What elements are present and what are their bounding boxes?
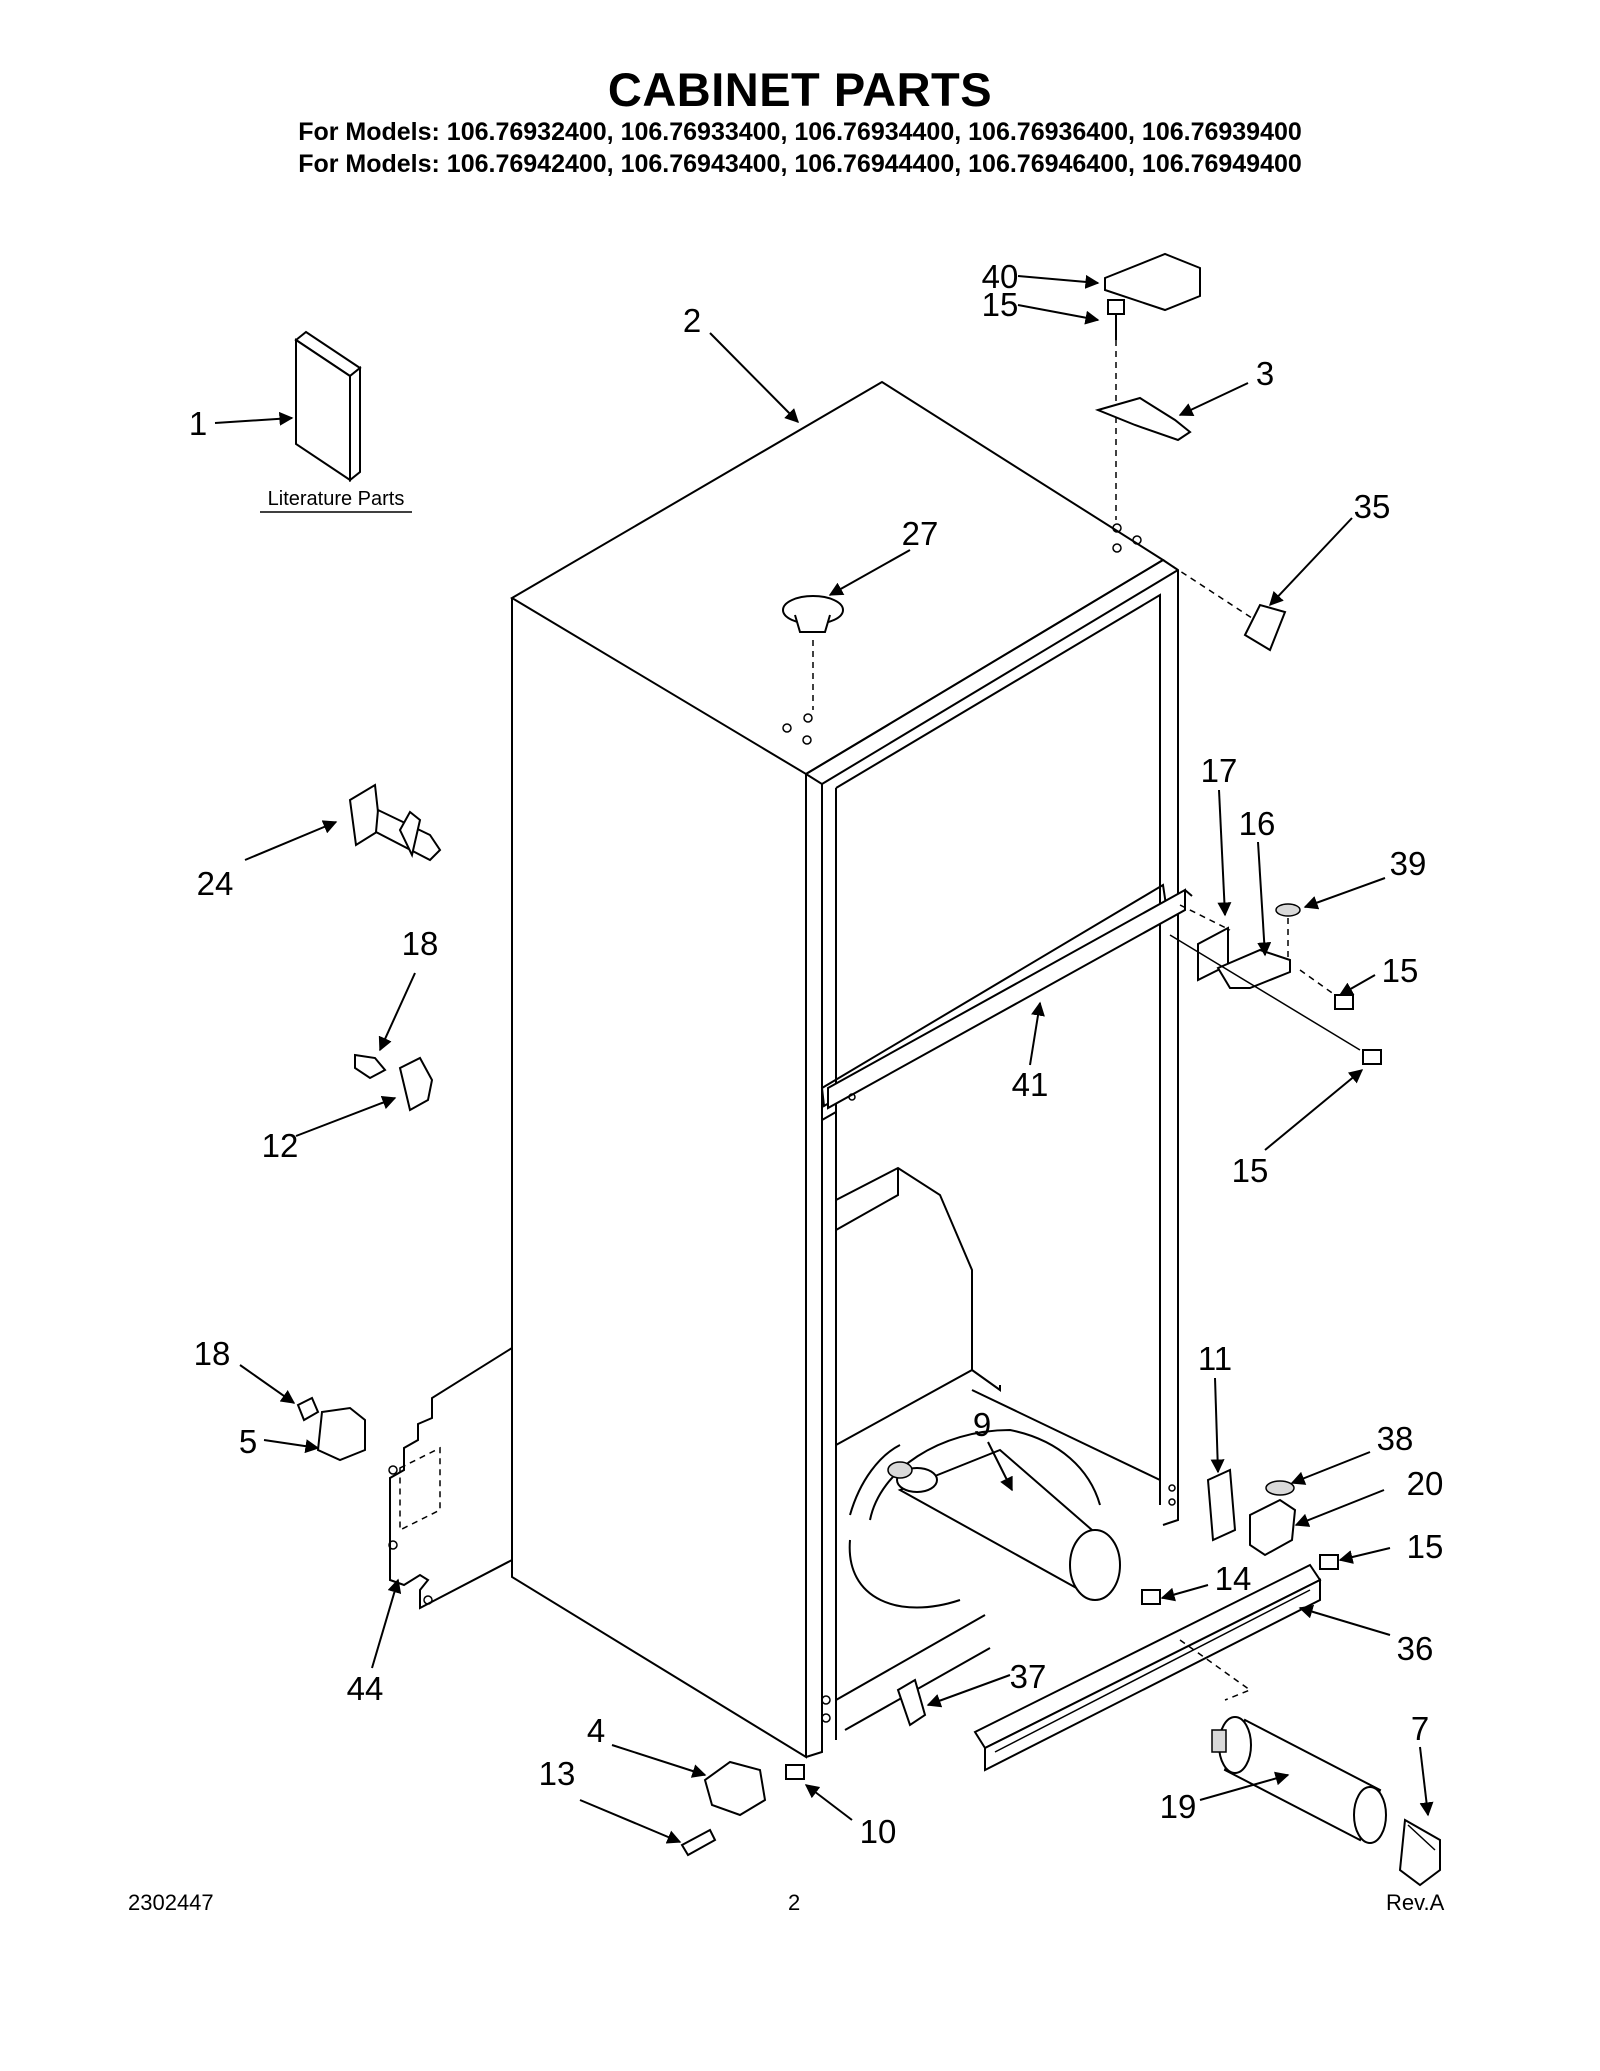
callout-13: 13 [539, 1755, 576, 1792]
revision-label: Rev.A [1386, 1890, 1445, 1915]
page-number: 2 [788, 1890, 801, 1915]
callout-16: 16 [1239, 805, 1276, 842]
callout-1: 1 [189, 405, 207, 442]
callout-20: 20 [1407, 1465, 1444, 1502]
callout-17: 17 [1201, 752, 1238, 789]
divider-rail [827, 888, 1193, 1110]
filter-cap [1398, 1818, 1441, 1887]
callout-18-upper: 18 [402, 925, 439, 962]
callout-9: 9 [973, 1406, 991, 1443]
callout-14: 14 [1215, 1560, 1252, 1597]
callout-27: 27 [902, 515, 939, 552]
leader-lines [214, 274, 1434, 1844]
callout-36: 36 [1397, 1630, 1434, 1667]
small-parts [296, 252, 1382, 1857]
callout-5: 5 [239, 1423, 257, 1460]
callout-44: 44 [347, 1670, 384, 1707]
callout-4: 4 [587, 1712, 605, 1749]
callout-39: 39 [1390, 845, 1427, 882]
callout-15-mid: 15 [1382, 952, 1419, 989]
callout-11: 11 [1198, 1340, 1232, 1377]
callout-7: 7 [1411, 1710, 1429, 1747]
callout-35: 35 [1354, 488, 1391, 525]
models-line-2: For Models: 106.76942400, 106.76943400, … [298, 150, 1302, 178]
cabinet-shell [510, 380, 1179, 1759]
callout-41: 41 [1012, 1066, 1049, 1103]
callout-37: 37 [1010, 1658, 1047, 1695]
callout-24: 24 [197, 865, 234, 902]
callout-15-top: 15 [982, 286, 1019, 323]
models-line-1: For Models: 106.76932400, 106.76933400, … [298, 118, 1302, 146]
page-title: CABINET PARTS [607, 63, 993, 116]
document-number: 2302447 [128, 1890, 214, 1915]
callout-10: 10 [860, 1813, 897, 1850]
callout-3: 3 [1256, 355, 1274, 392]
callout-40: 40 [982, 258, 1019, 295]
rear-panel-bracket [388, 1347, 513, 1610]
callout-12: 12 [262, 1127, 299, 1164]
literature-parts-label: Literature Parts [268, 488, 405, 510]
callout-18-lower: 18 [194, 1335, 231, 1372]
water-tube-assembly [848, 1428, 1121, 1609]
literature-booklet [260, 330, 412, 513]
callout-19: 19 [1160, 1788, 1197, 1825]
callout-15-lower: 15 [1407, 1528, 1444, 1565]
callout-2: 2 [683, 302, 701, 339]
callout-38: 38 [1377, 1420, 1414, 1457]
callout-numbers: 1 2 3 40 15 35 27 24 18 12 17 16 39 15 4… [189, 258, 1444, 1850]
callout-15-right: 15 [1232, 1152, 1269, 1189]
grille-cover [973, 1563, 1322, 1772]
water-filter [1211, 1716, 1387, 1844]
